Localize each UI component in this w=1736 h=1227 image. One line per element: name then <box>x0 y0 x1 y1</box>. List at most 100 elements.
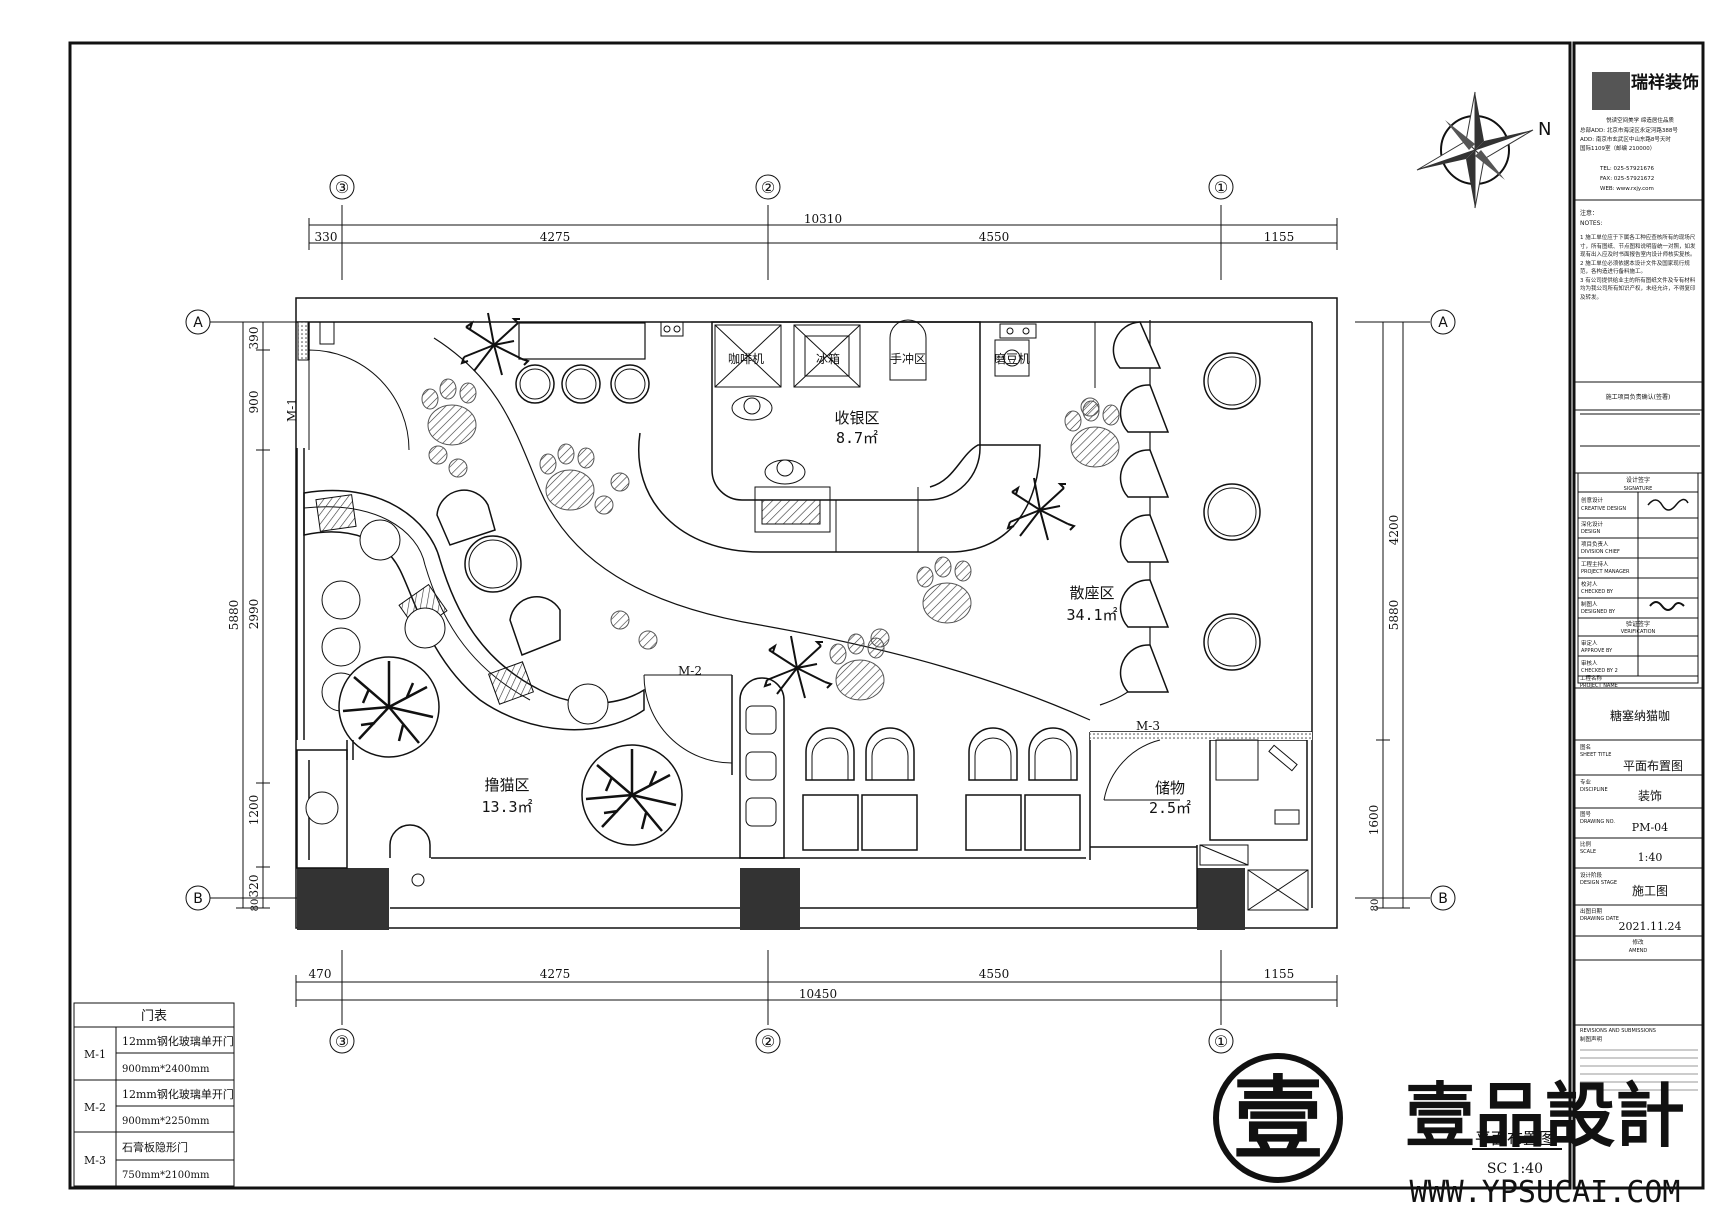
room-storage-name: 储物 <box>1155 779 1185 797</box>
title-block <box>1574 199 1703 1026</box>
date-en: DRAWING DATE <box>1580 916 1619 922</box>
dim-left-3: 2990 <box>247 599 261 630</box>
room-cat-name: 撸猫区 <box>484 776 529 794</box>
sig-label-en: SIGNATURE <box>1624 486 1653 492</box>
watermark-url: WWW.YPSUCAI.COM <box>1410 1175 1681 1210</box>
dsg-cn: 制图人 <box>1581 600 1598 608</box>
fridge-box <box>793 324 861 388</box>
compass-label: N <box>1538 119 1551 140</box>
project-cn: 工程名称 <box>1580 674 1603 682</box>
dim-left-2: 900 <box>247 391 261 414</box>
declaration-text-lines <box>1580 1049 1698 1091</box>
scale-en: SCALE <box>1580 849 1596 855</box>
no-cn: 图号 <box>1580 810 1592 818</box>
grid-label-2-bottom: ② <box>761 1032 775 1051</box>
coffee-machine-box <box>714 324 782 388</box>
grid-label-3-top: ③ <box>335 178 349 197</box>
dim-bottom-1: 470 <box>309 967 332 981</box>
company-slogan: 悦读空间美学 缔造居住品质 <box>1606 116 1674 124</box>
chk-en: CHECKED BY <box>1581 589 1614 595</box>
cashier-inner-counter <box>711 321 981 501</box>
company-web: WEB: www.rxjy.com <box>1600 186 1654 192</box>
north-compass-icon <box>1416 91 1534 209</box>
dim-bottom-total: 10450 <box>799 987 837 1001</box>
booths-bottom <box>802 727 1081 851</box>
chk2-cn: 审核人 <box>1581 659 1598 667</box>
dimension-bottom <box>295 975 1338 1007</box>
room-cashier-area: 8.7㎡ <box>836 429 878 447</box>
signature-1 <box>1647 498 1689 511</box>
company-tel: TEL: 025-57921676 <box>1599 166 1654 172</box>
dimension-right <box>1376 321 1410 909</box>
door-row-desc: 12mm钢化玻璃单开门 <box>122 1034 234 1048</box>
pm-en: PROJECT MANAGER <box>1581 569 1630 575</box>
door-row-code: M-3 <box>84 1154 106 1167</box>
dim-right-3: 80 <box>1370 899 1381 912</box>
deep-en: DESIGN <box>1581 529 1601 535</box>
company-logo-icon <box>1592 72 1630 110</box>
creative-cn: 创意设计 <box>1581 496 1604 504</box>
door-m3-label: M-3 <box>1136 719 1160 733</box>
dim-bottom-3: 4550 <box>979 967 1010 981</box>
watermark-brand: 壹品設計 <box>1405 1075 1685 1157</box>
equip-tea-label: 手冲区 <box>890 351 926 366</box>
no-en: DRAWING NO. <box>1580 819 1615 825</box>
sheet-title-cn: 图名 <box>1580 743 1591 751</box>
column-middle <box>740 868 800 930</box>
company-address-1: 总部ADD: 北京市海淀区永定河路388号 <box>1580 126 1678 134</box>
app-cn: 审定人 <box>1581 639 1598 647</box>
door-row-code: M-2 <box>84 1101 106 1114</box>
cashier-outer-counter <box>638 432 1041 553</box>
scale-value: 1:40 <box>1638 851 1663 864</box>
door-m2-label: M-2 <box>678 664 702 678</box>
confirm-label: 施工项目负责确认(签署) <box>1606 393 1671 401</box>
project-en: PROJECT NAME <box>1580 683 1618 689</box>
title-block-frame <box>1572 41 1705 1190</box>
grid-label-b-right: B <box>1438 891 1448 907</box>
room-seating-area: 34.1㎡ <box>1066 606 1117 624</box>
door-row-size: 750mm*2100mm <box>122 1170 210 1181</box>
creative-en: CREATIVE DESIGN <box>1581 506 1626 512</box>
stage-cn: 设计阶段 <box>1580 871 1603 879</box>
equip-fridge-label: 冰箱 <box>816 351 840 366</box>
watermark: 壹 壹品設計 WWW.YPSUCAI.COM <box>1213 1053 1685 1210</box>
equip-coffee-label: 咖啡机 <box>728 351 764 366</box>
chk-cn: 校对人 <box>1581 580 1598 588</box>
dim-bottom-4: 1155 <box>1264 967 1295 981</box>
floor-divider-curve <box>433 337 1091 721</box>
scale-cn: 比例 <box>1580 840 1592 848</box>
chk2-en: CHECKED BY 2 <box>1581 668 1618 674</box>
grid-label-3-bottom: ③ <box>335 1032 349 1051</box>
door-m1-swing <box>308 349 410 451</box>
watermark-seal: 壹 <box>1233 1067 1323 1172</box>
ver-cn: 验证签字 <box>1626 620 1650 628</box>
company-fax: FAX: 025-57921672 <box>1600 176 1654 182</box>
note-3: 有公司提供给业主的所有图纸文件及专有材料均为我公司所有知识产权，未经允许，不得复… <box>1580 277 1696 301</box>
room-storage-area: 2.5㎡ <box>1149 799 1191 817</box>
column-right <box>1197 868 1245 930</box>
door-row-size: 900mm*2250mm <box>122 1116 210 1127</box>
dsg-en: DESIGNED BY <box>1581 609 1616 615</box>
dim-left-4: 1200 <box>247 795 261 826</box>
dim-top-1: 330 <box>315 230 338 244</box>
ver-en: VERIFICATION <box>1621 629 1656 635</box>
deep-cn: 深化设计 <box>1581 520 1604 528</box>
grid-label-1-top: ① <box>1214 178 1228 197</box>
dim-top-4: 1155 <box>1264 230 1295 244</box>
stage-en: DESIGN STAGE <box>1580 880 1617 886</box>
signature-2 <box>1649 601 1685 611</box>
door-row-code: M-1 <box>84 1048 106 1061</box>
room-cashier-name: 收银区 <box>834 409 879 427</box>
dim-right-1: 4200 <box>1387 515 1401 546</box>
grid-label-2-top: ② <box>761 178 775 197</box>
dim-left-total: 5880 <box>227 600 241 631</box>
date-cn: 出图日期 <box>1580 907 1603 915</box>
drawing-date: 2021.11.24 <box>1619 920 1682 933</box>
disc-en: DISCIPLINE <box>1580 787 1608 793</box>
grid-label-1-bottom: ① <box>1214 1032 1228 1051</box>
project-name: 糖塞纳猫咖 <box>1610 708 1670 723</box>
revisions-en: REVISIONS AND SUBMISSIONS <box>1580 1028 1656 1034</box>
bar-counter-top <box>518 322 646 360</box>
disc-cn: 专业 <box>1580 778 1592 786</box>
